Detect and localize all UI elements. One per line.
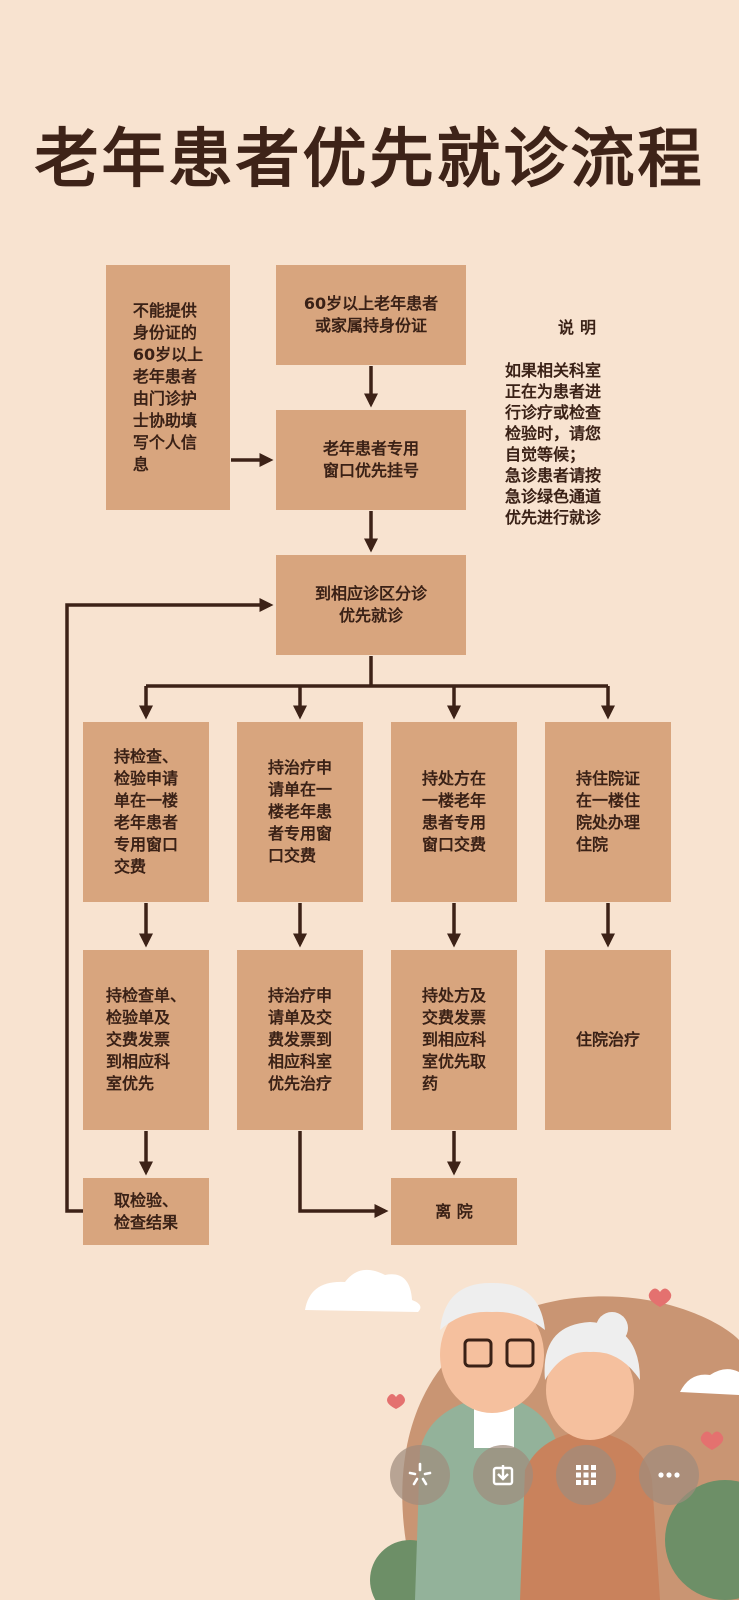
more-button[interactable] (639, 1445, 699, 1505)
download-icon (492, 1465, 514, 1486)
box-results: 取检验、 检查结果 (83, 1178, 209, 1245)
grid-button[interactable] (556, 1445, 616, 1505)
note-body: 如果相关科室 正在为患者进 行诊疗或检查 检验时，请您 自觉等候； 急诊患者请按… (505, 361, 602, 527)
box-register-text: 老年患者专用 窗口优先挂号 (322, 439, 419, 480)
heart-icon (648, 1288, 672, 1307)
man-hair (440, 1282, 545, 1330)
woman-hair-bun (596, 1312, 628, 1344)
box-inpatient: 住院治疗 (545, 950, 671, 1130)
box-exam-go-text: 持检查单、 检验单及 交费发票 到相应科 室优先 (105, 986, 186, 1093)
box-rx-go-text: 持处方及 交费发票 到相应科 室优先取 药 (421, 986, 486, 1093)
heart-icon (387, 1394, 405, 1409)
bush-right (665, 1480, 739, 1600)
box-treat-go: 持治疗申 请单及交 费发票到 相应科室 优先治疗 (237, 950, 363, 1130)
spark-button[interactable] (390, 1445, 450, 1505)
box-leave: 离 院 (391, 1178, 517, 1245)
arrow-treat-to-leave (298, 1131, 389, 1218)
woman-body (520, 1430, 660, 1600)
box-leave-text: 离 院 (435, 1201, 473, 1221)
grid-icon (576, 1465, 596, 1485)
box-treat-pay: 持治疗申 请单在一 楼老年患 者专用窗 口交费 (237, 722, 363, 902)
page-title: 老年患者优先就诊流程 (34, 123, 705, 197)
box-inpatient-text: 住院治疗 (575, 1030, 640, 1049)
woman-head (546, 1340, 634, 1440)
box-exam-go: 持检查单、 检验单及 交费发票 到相应科 室优先 (83, 950, 209, 1130)
more-icon (658, 1472, 680, 1478)
glasses-right (505, 1338, 535, 1368)
box-id-holder-text: 60岁以上老年患者 或家属持身份证 (303, 294, 439, 335)
box-rx-go: 持处方及 交费发票 到相应科 室优先取 药 (391, 950, 517, 1130)
box-exam-pay-text: 持检查、 检验申请 单在一楼 老年患者 专用窗口 交费 (113, 747, 178, 876)
box-exam-pay: 持检查、 检验申请 单在一楼 老年患者 专用窗口 交费 (83, 722, 209, 902)
box-id-holder: 60岁以上老年患者 或家属持身份证 (276, 265, 466, 365)
box-triage-text: 到相应诊区分诊 优先就诊 (314, 584, 427, 625)
spark-icon (408, 1462, 432, 1486)
box-results-text: 取检验、 检查结果 (113, 1190, 178, 1232)
note-title: 说明 (557, 318, 602, 337)
box-triage: 到相应诊区分诊 优先就诊 (276, 555, 466, 655)
arrow-results-loop-back (65, 598, 274, 1213)
cloud-right (680, 1369, 739, 1395)
glasses-left (463, 1338, 493, 1368)
box-rx-pay: 持处方在 一楼老年 患者专用 窗口交费 (391, 722, 517, 902)
box-admit-text: 持住院证 在一楼住 院处办理 住院 (575, 769, 640, 854)
note: 说明 如果相关科室 正在为患者进 行诊疗或检查 检验时，请您 自觉等候； 急诊患… (505, 296, 655, 528)
box-rx-pay-text: 持处方在 一楼老年 患者专用 窗口交费 (421, 769, 486, 854)
box-register: 老年患者专用 窗口优先挂号 (276, 410, 466, 510)
box-no-id-assist: 不能提供 身份证的 60岁以上 老年患者 由门诊护 士协助填 写个人信 息 (106, 265, 230, 510)
box-no-id-assist-text: 不能提供 身份证的 60岁以上 老年患者 由门诊护 士协助填 写个人信 息 (132, 300, 204, 474)
heart-icon (700, 1431, 724, 1450)
box-treat-pay-text: 持治疗申 请单在一 楼老年患 者专用窗 口交费 (267, 758, 332, 865)
box-admit: 持住院证 在一楼住 院处办理 住院 (545, 722, 671, 902)
download-button[interactable] (473, 1445, 533, 1505)
box-treat-go-text: 持治疗申 请单及交 费发票到 相应科室 优先治疗 (267, 986, 332, 1093)
cloud-left (305, 1269, 421, 1312)
